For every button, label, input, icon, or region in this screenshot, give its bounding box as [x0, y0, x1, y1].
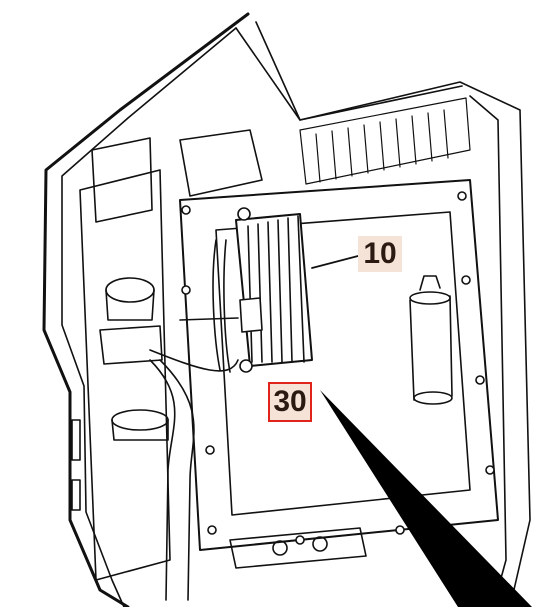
bottom-bracket — [229, 527, 367, 569]
left-compartment — [79, 169, 171, 581]
pointer-wedge — [320, 390, 532, 607]
housing-inner-edge — [61, 27, 237, 607]
callout-label-30: 30 — [268, 382, 312, 422]
left-panel-slots — [71, 419, 81, 511]
housing-top-panel — [235, 27, 463, 121]
upper-center-box — [179, 129, 263, 197]
receiver-drier — [409, 275, 453, 405]
inner-frame-opening — [215, 211, 471, 516]
housing-outer-shell — [42, 12, 250, 607]
housing-right-inner — [469, 95, 507, 601]
valve-assembly — [99, 277, 169, 441]
top-grille — [299, 97, 471, 185]
hoses — [149, 239, 239, 601]
bottom-connectors — [272, 536, 328, 556]
callout-label-10: 10 — [358, 236, 402, 272]
upper-left-box — [91, 137, 153, 223]
leader-line-10 — [311, 255, 359, 269]
oil-cooler — [235, 207, 313, 373]
housing-right-side — [255, 21, 531, 607]
frame-bolts — [181, 191, 495, 545]
